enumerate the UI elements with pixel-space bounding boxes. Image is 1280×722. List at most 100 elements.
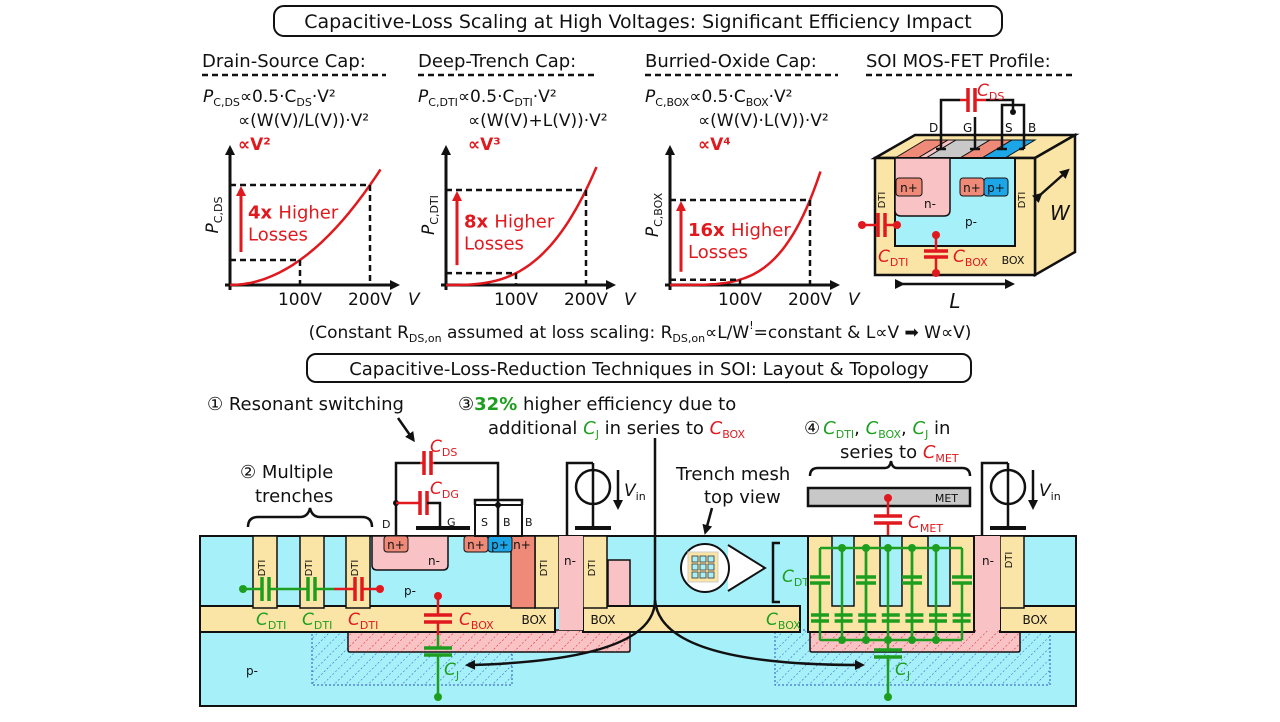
svg-text:PC,DTI∝0.5·CDTI·V²: PC,DTI∝0.5·CDTI·V²: [418, 87, 557, 109]
svg-text:CJ: CJ: [444, 660, 459, 682]
section-headings: Drain-Source Cap: Deep-Trench Cap: Burri…: [202, 51, 1072, 77]
annotation-line2: Losses: [688, 242, 748, 263]
mesh-cell: [691, 563, 699, 571]
x-axis-label: V: [624, 290, 637, 310]
heading-buried-oxide: Burried-Oxide Cap:: [645, 51, 817, 72]
svg-text:DTI: DTI: [257, 560, 268, 577]
svg-text:PC,DS∝0.5·CDS·V²: PC,DS∝0.5·CDS·V²: [203, 87, 336, 109]
svg-text:CDTI: CDTI: [302, 610, 332, 632]
svg-text:S: S: [481, 516, 488, 529]
annotation-line1: 8x Higher: [464, 212, 555, 233]
svg-text:DTI: DTI: [539, 560, 550, 577]
x-tick-label: 100V: [718, 290, 762, 310]
eq3-ds: ∝V²: [238, 135, 271, 155]
svg-text:p-: p-: [404, 584, 416, 598]
mesh-cell: [699, 555, 707, 563]
mesh-cell: [691, 555, 699, 563]
series-line: [446, 166, 598, 287]
technique-2-line1: ② Multiple: [240, 462, 333, 483]
svg-text:p-: p-: [965, 215, 977, 229]
svg-text:Vin: Vin: [624, 481, 646, 503]
heading-drain-source: Drain-Source Cap:: [202, 51, 366, 72]
mesh-cell: [691, 571, 699, 579]
profile-cbox-label: CBOX: [953, 247, 988, 269]
svg-text:DTI: DTI: [304, 560, 315, 577]
svg-text:Vin: Vin: [1039, 481, 1061, 503]
eq2-box: ∝(W(V)·L(V))·V²: [698, 111, 829, 131]
svg-text:B: B: [503, 516, 511, 529]
l-label: L: [949, 289, 960, 313]
trench-mesh-line1: Trench mesh: [675, 464, 790, 485]
svg-text:B: B: [1028, 121, 1036, 135]
profile-cds-label: CDS: [977, 81, 1004, 103]
svg-text:n+: n+: [513, 538, 531, 552]
svg-text:CDTI: CDTI: [256, 610, 286, 632]
y-axis-label: PC,DTI: [419, 195, 441, 235]
x-tick-label: 100V: [278, 290, 322, 310]
svg-text:n-: n-: [428, 554, 440, 568]
eq3-dti: ∝V³: [468, 135, 501, 155]
heading-soi-profile: SOI MOS-FET Profile:: [866, 51, 1051, 72]
soi-profile-3d: n+ n+ p+ n- p- DTI DTI BOX CDS D G S B W: [858, 81, 1080, 313]
svg-text:G: G: [447, 516, 456, 529]
svg-text:PC,BOX∝0.5·CBOX·V²: PC,BOX∝0.5·CBOX·V²: [645, 87, 792, 109]
svg-text:CDG: CDG: [430, 479, 459, 501]
x-axis-label: V: [848, 290, 861, 310]
mesh-cell: [707, 563, 715, 571]
svg-text:CBOX: CBOX: [766, 610, 801, 632]
svg-text:DTI: DTI: [587, 560, 598, 577]
series-line: [670, 171, 822, 287]
svg-text:DTI: DTI: [350, 560, 361, 577]
svg-text:n-: n-: [924, 197, 936, 211]
svg-text:D: D: [929, 121, 938, 135]
y-axis-label: PC,BOX: [643, 192, 665, 237]
x-axis-label: V: [408, 290, 421, 310]
technique-3-line2: additional CJ in series to CBOX: [488, 418, 746, 441]
subtitle-box: Capacitive-Loss-Reduction Techniques in …: [306, 353, 972, 383]
annotation-line1: 4x Higher: [248, 203, 339, 224]
trench-mesh-line2: top view: [704, 487, 781, 508]
w-label: W: [1050, 201, 1071, 225]
title-box: Capacitive-Loss Scaling at High Voltages…: [273, 5, 1003, 37]
y-axis-label: PC,DS: [203, 197, 225, 234]
trench-gap: [927, 535, 951, 607]
svg-text:BOX: BOX: [1023, 613, 1048, 627]
equations-dti: PC,DTI∝0.5·CDTI·V² ∝(W(V)+L(V))·V² ∝V³: [418, 87, 608, 155]
technique-1: ① Resonant switching: [207, 394, 404, 415]
technique-4-line2: series to CMET: [840, 442, 959, 465]
svg-text:B: B: [525, 516, 533, 529]
svg-text:S: S: [1005, 121, 1013, 135]
x-tick-label: 200V: [788, 290, 832, 310]
profile-cdti-label: CDTI: [878, 247, 908, 269]
annotation-line2: Losses: [248, 225, 308, 246]
cross-section: DTI DTI DTI DTI DTI DTI n+ n- n+ p+ n+ p…: [199, 437, 1077, 707]
mesh-cell: [699, 563, 707, 571]
x-tick-label: 100V: [494, 290, 538, 310]
eq3-box: ∝V⁴: [698, 135, 731, 155]
trench-gap: [879, 535, 903, 607]
svg-text:DTI: DTI: [877, 192, 888, 209]
subtitle: Capacitive-Loss-Reduction Techniques in …: [349, 359, 929, 380]
x-tick-label: 200V: [564, 290, 608, 310]
eq2-dti: ∝(W(V)+L(V))·V²: [468, 111, 608, 131]
technique-2-line2: trenches: [255, 486, 333, 507]
heading-deep-trench: Deep-Trench Cap:: [418, 51, 576, 72]
svg-text:MET: MET: [935, 492, 958, 505]
svg-text:p+: p+: [987, 181, 1005, 195]
svg-text:CMET: CMET: [908, 513, 943, 535]
svg-text:G: G: [963, 121, 972, 135]
eq2-ds: ∝(W(V)/L(V))·V²: [238, 111, 369, 131]
footnote: (Constant RDS,on assumed at loss scaling…: [309, 319, 972, 345]
x-tick-label: 200V: [348, 290, 392, 310]
svg-text:CJ: CJ: [895, 660, 910, 682]
mesh-cell: [699, 571, 707, 579]
technique-3-line1: ③32% higher efficiency due to: [458, 394, 736, 415]
svg-text:BOX: BOX: [591, 613, 616, 627]
annotation-line1: 16x Higher: [688, 220, 791, 241]
svg-text:p-: p-: [246, 664, 258, 678]
